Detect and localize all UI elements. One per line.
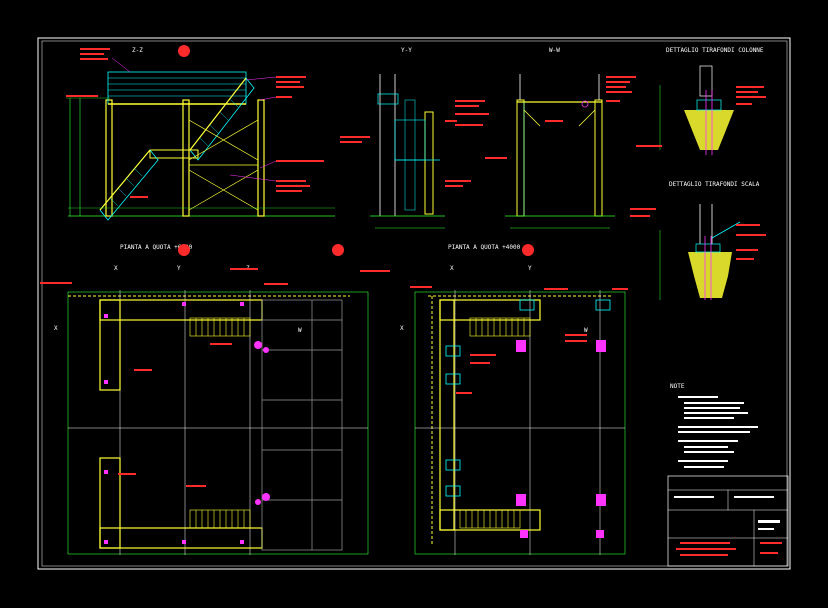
axis-w-right-2: W bbox=[584, 327, 588, 334]
title-det-scala: DETTAGLIO TIRAFONDI SCALA bbox=[669, 181, 760, 188]
axis-x-top: X bbox=[114, 265, 118, 272]
section-marker-icon bbox=[178, 45, 190, 57]
detail-column-anchors: DETTAGLIO TIRAFONDI COLONNE bbox=[636, 47, 766, 155]
title-pianta-2: PIANTA A QUOTA +4000 bbox=[448, 244, 521, 251]
title-det-col: DETTAGLIO TIRAFONDI COLONNE bbox=[666, 47, 764, 54]
axis-y-top-2: Y bbox=[528, 265, 532, 272]
title-block bbox=[667, 475, 789, 567]
detail-stair-anchors: DETTAGLIO TIRAFONDI SCALA bbox=[630, 181, 766, 300]
notes-block: NOTE bbox=[670, 383, 758, 468]
notes-title: NOTE bbox=[670, 383, 685, 390]
plan-1: PIANTA A QUOTA +6800 bbox=[40, 244, 390, 555]
plan-2: PIANTA A QUOTA +4000 bbox=[400, 244, 628, 555]
axis-y-top: Y bbox=[177, 265, 181, 272]
sheet-frame bbox=[37, 37, 791, 570]
title-yy: Y-Y bbox=[401, 47, 412, 54]
elevation-zz: Z-Z bbox=[66, 45, 335, 221]
section-marker-icon bbox=[178, 244, 190, 256]
inner-frame bbox=[41, 40, 788, 567]
title-pianta-1: PIANTA A QUOTA +6800 bbox=[120, 244, 193, 251]
section-yy: Y-Y bbox=[340, 47, 471, 229]
title-zz: Z-Z bbox=[132, 47, 143, 54]
axis-x-left: X bbox=[54, 325, 58, 332]
section-marker-icon bbox=[332, 244, 344, 256]
axis-x-top-2: X bbox=[450, 265, 454, 272]
axis-x-left-2: X bbox=[400, 325, 404, 332]
section-marker-icon bbox=[522, 244, 534, 256]
section-ww: W-W bbox=[455, 47, 636, 229]
title-ww: W-W bbox=[549, 47, 560, 54]
axis-w-right: W bbox=[298, 327, 302, 334]
